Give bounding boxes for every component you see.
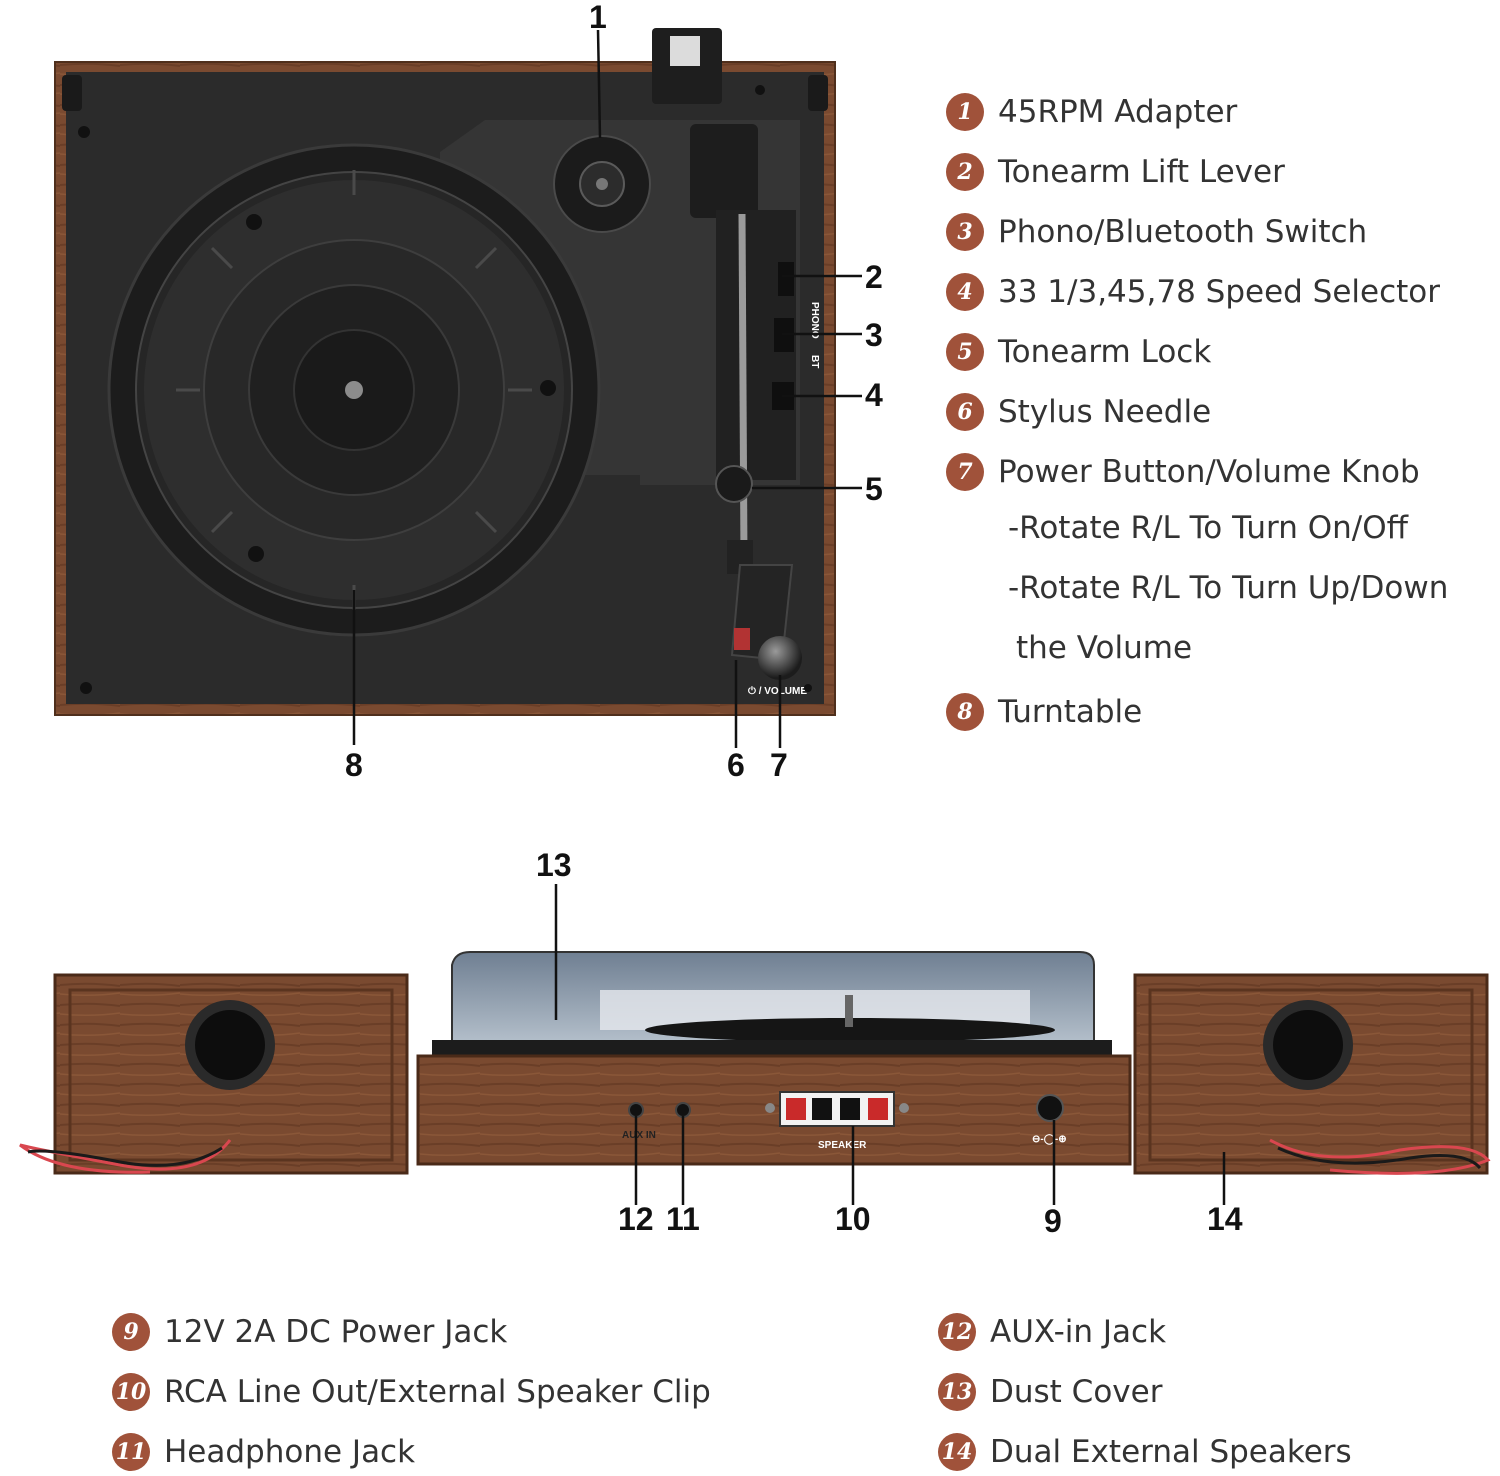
callout-1: 1 (589, 0, 607, 35)
legend-item-5: 5 Tonearm Lock (946, 330, 1211, 374)
legend-item-1: 1 45RPM Adapter (946, 90, 1237, 134)
legend-label: 33 1/3,45,78 Speed Selector (998, 274, 1441, 310)
number-badge: 8 (946, 693, 984, 731)
spindle (345, 381, 363, 399)
legend-label: Dual External Speakers (990, 1434, 1352, 1470)
callout-3: 3 (865, 317, 883, 353)
legend-item-6: 6 Stylus Needle (946, 390, 1211, 434)
aux-in-jack (628, 1102, 644, 1118)
dc-power-jack (1036, 1094, 1064, 1122)
headphone-jack (675, 1102, 691, 1118)
callout-5: 5 (865, 471, 883, 507)
number-badge: 9 (112, 1313, 150, 1351)
phono-label: PHONO (809, 302, 820, 339)
legend-item-10: 10 RCA Line Out/External Speaker Clip (112, 1370, 711, 1414)
screw (80, 682, 92, 694)
number-badge: 6 (946, 393, 984, 431)
right-speaker (1133, 973, 1489, 1175)
number-badge: 5 (946, 333, 984, 371)
legend-label: Headphone Jack (164, 1434, 416, 1470)
legend-item-8: 8 Turntable (946, 690, 1142, 734)
callout-14: 14 (1207, 1201, 1243, 1237)
legend-item-12: 12 AUX-in Jack (938, 1310, 1166, 1354)
speaker-cable-left (19, 1139, 232, 1174)
legend-item-13: 13 Dust Cover (938, 1370, 1162, 1414)
dc-symbol: ⊖-◯-⊕ (1032, 1134, 1067, 1145)
callout-11: 11 (666, 1201, 700, 1237)
speaker-terminal (765, 1091, 909, 1127)
callout-4: 4 (865, 377, 883, 413)
legend-subline: the Volume (1016, 630, 1193, 666)
turntable-top-view: PHONO BT ⏻ / VOLUME 1 2 3 4 5 6 7 8 (54, 0, 883, 783)
legend-subline: -Rotate R/L To Turn On/Off (1008, 510, 1408, 546)
callout-12: 12 (618, 1201, 654, 1237)
turntable-rear-view: AUX IN SPEAKER ⊖-◯-⊕ 13 (19, 847, 1491, 1239)
lift-lever (778, 262, 794, 296)
callout-8: 8 (345, 747, 363, 783)
tonearm-lock (715, 465, 753, 503)
aux-in-label: AUX IN (622, 1130, 656, 1141)
number-badge: 4 (946, 273, 984, 311)
legend-label: Tonearm Lock (998, 334, 1212, 370)
number-badge: 11 (112, 1433, 150, 1471)
callout-2: 2 (865, 259, 883, 295)
legend-label: Dust Cover (990, 1374, 1163, 1410)
screw (755, 85, 765, 95)
legend-item-14: 14 Dual External Speakers (938, 1430, 1352, 1474)
legend-label: AUX-in Jack (990, 1314, 1167, 1350)
legend-label: Power Button/Volume Knob (998, 454, 1420, 490)
legend-label: Phono/Bluetooth Switch (998, 214, 1368, 250)
callout-10: 10 (835, 1201, 871, 1237)
legend-label: Turntable (998, 694, 1143, 730)
number-badge: 14 (938, 1433, 976, 1471)
volume-label: ⏻ / VOLUME (748, 685, 807, 697)
legend-item-2: 2 Tonearm Lift Lever (946, 150, 1285, 194)
number-badge: 2 (946, 153, 984, 191)
legend-label: RCA Line Out/External Speaker Clip (164, 1374, 711, 1410)
legend-item-7: 7 Power Button/Volume Knob (946, 450, 1420, 494)
bt-label: BT (809, 355, 820, 368)
callout-13: 13 (536, 847, 572, 883)
callout-9: 9 (1044, 1203, 1062, 1239)
legend-item-9: 9 12V 2A DC Power Jack (112, 1310, 507, 1354)
legend-item-4: 4 33 1/3,45,78 Speed Selector (946, 270, 1440, 314)
legend-item-3: 3 Phono/Bluetooth Switch (946, 210, 1367, 254)
legend-label: Tonearm Lift Lever (998, 154, 1285, 190)
volume-knob (758, 636, 802, 680)
number-badge: 12 (938, 1313, 976, 1351)
turntable-body: AUX IN SPEAKER ⊖-◯-⊕ (416, 951, 1132, 1166)
speaker-label: SPEAKER (818, 1140, 867, 1151)
legend-label: 12V 2A DC Power Jack (164, 1314, 508, 1350)
callout-7: 7 (770, 747, 788, 783)
number-badge: 13 (938, 1373, 976, 1411)
legend-subline: -Rotate R/L To Turn Up/Down (1008, 570, 1449, 606)
hinge-right (808, 75, 828, 111)
legend-item-11: 11 Headphone Jack (112, 1430, 415, 1474)
legend-label: 45RPM Adapter (998, 94, 1238, 130)
speaker-cable-right (1269, 1138, 1491, 1175)
hinge-left (62, 75, 82, 111)
number-badge: 1 (946, 93, 984, 131)
number-badge: 10 (112, 1373, 150, 1411)
number-badge: 7 (946, 453, 984, 491)
number-badge: 3 (946, 213, 984, 251)
45rpm-adapter (553, 135, 651, 233)
callout-6: 6 (727, 747, 745, 783)
screw (78, 126, 90, 138)
legend-label: Stylus Needle (998, 394, 1212, 430)
left-speaker (53, 973, 409, 1175)
